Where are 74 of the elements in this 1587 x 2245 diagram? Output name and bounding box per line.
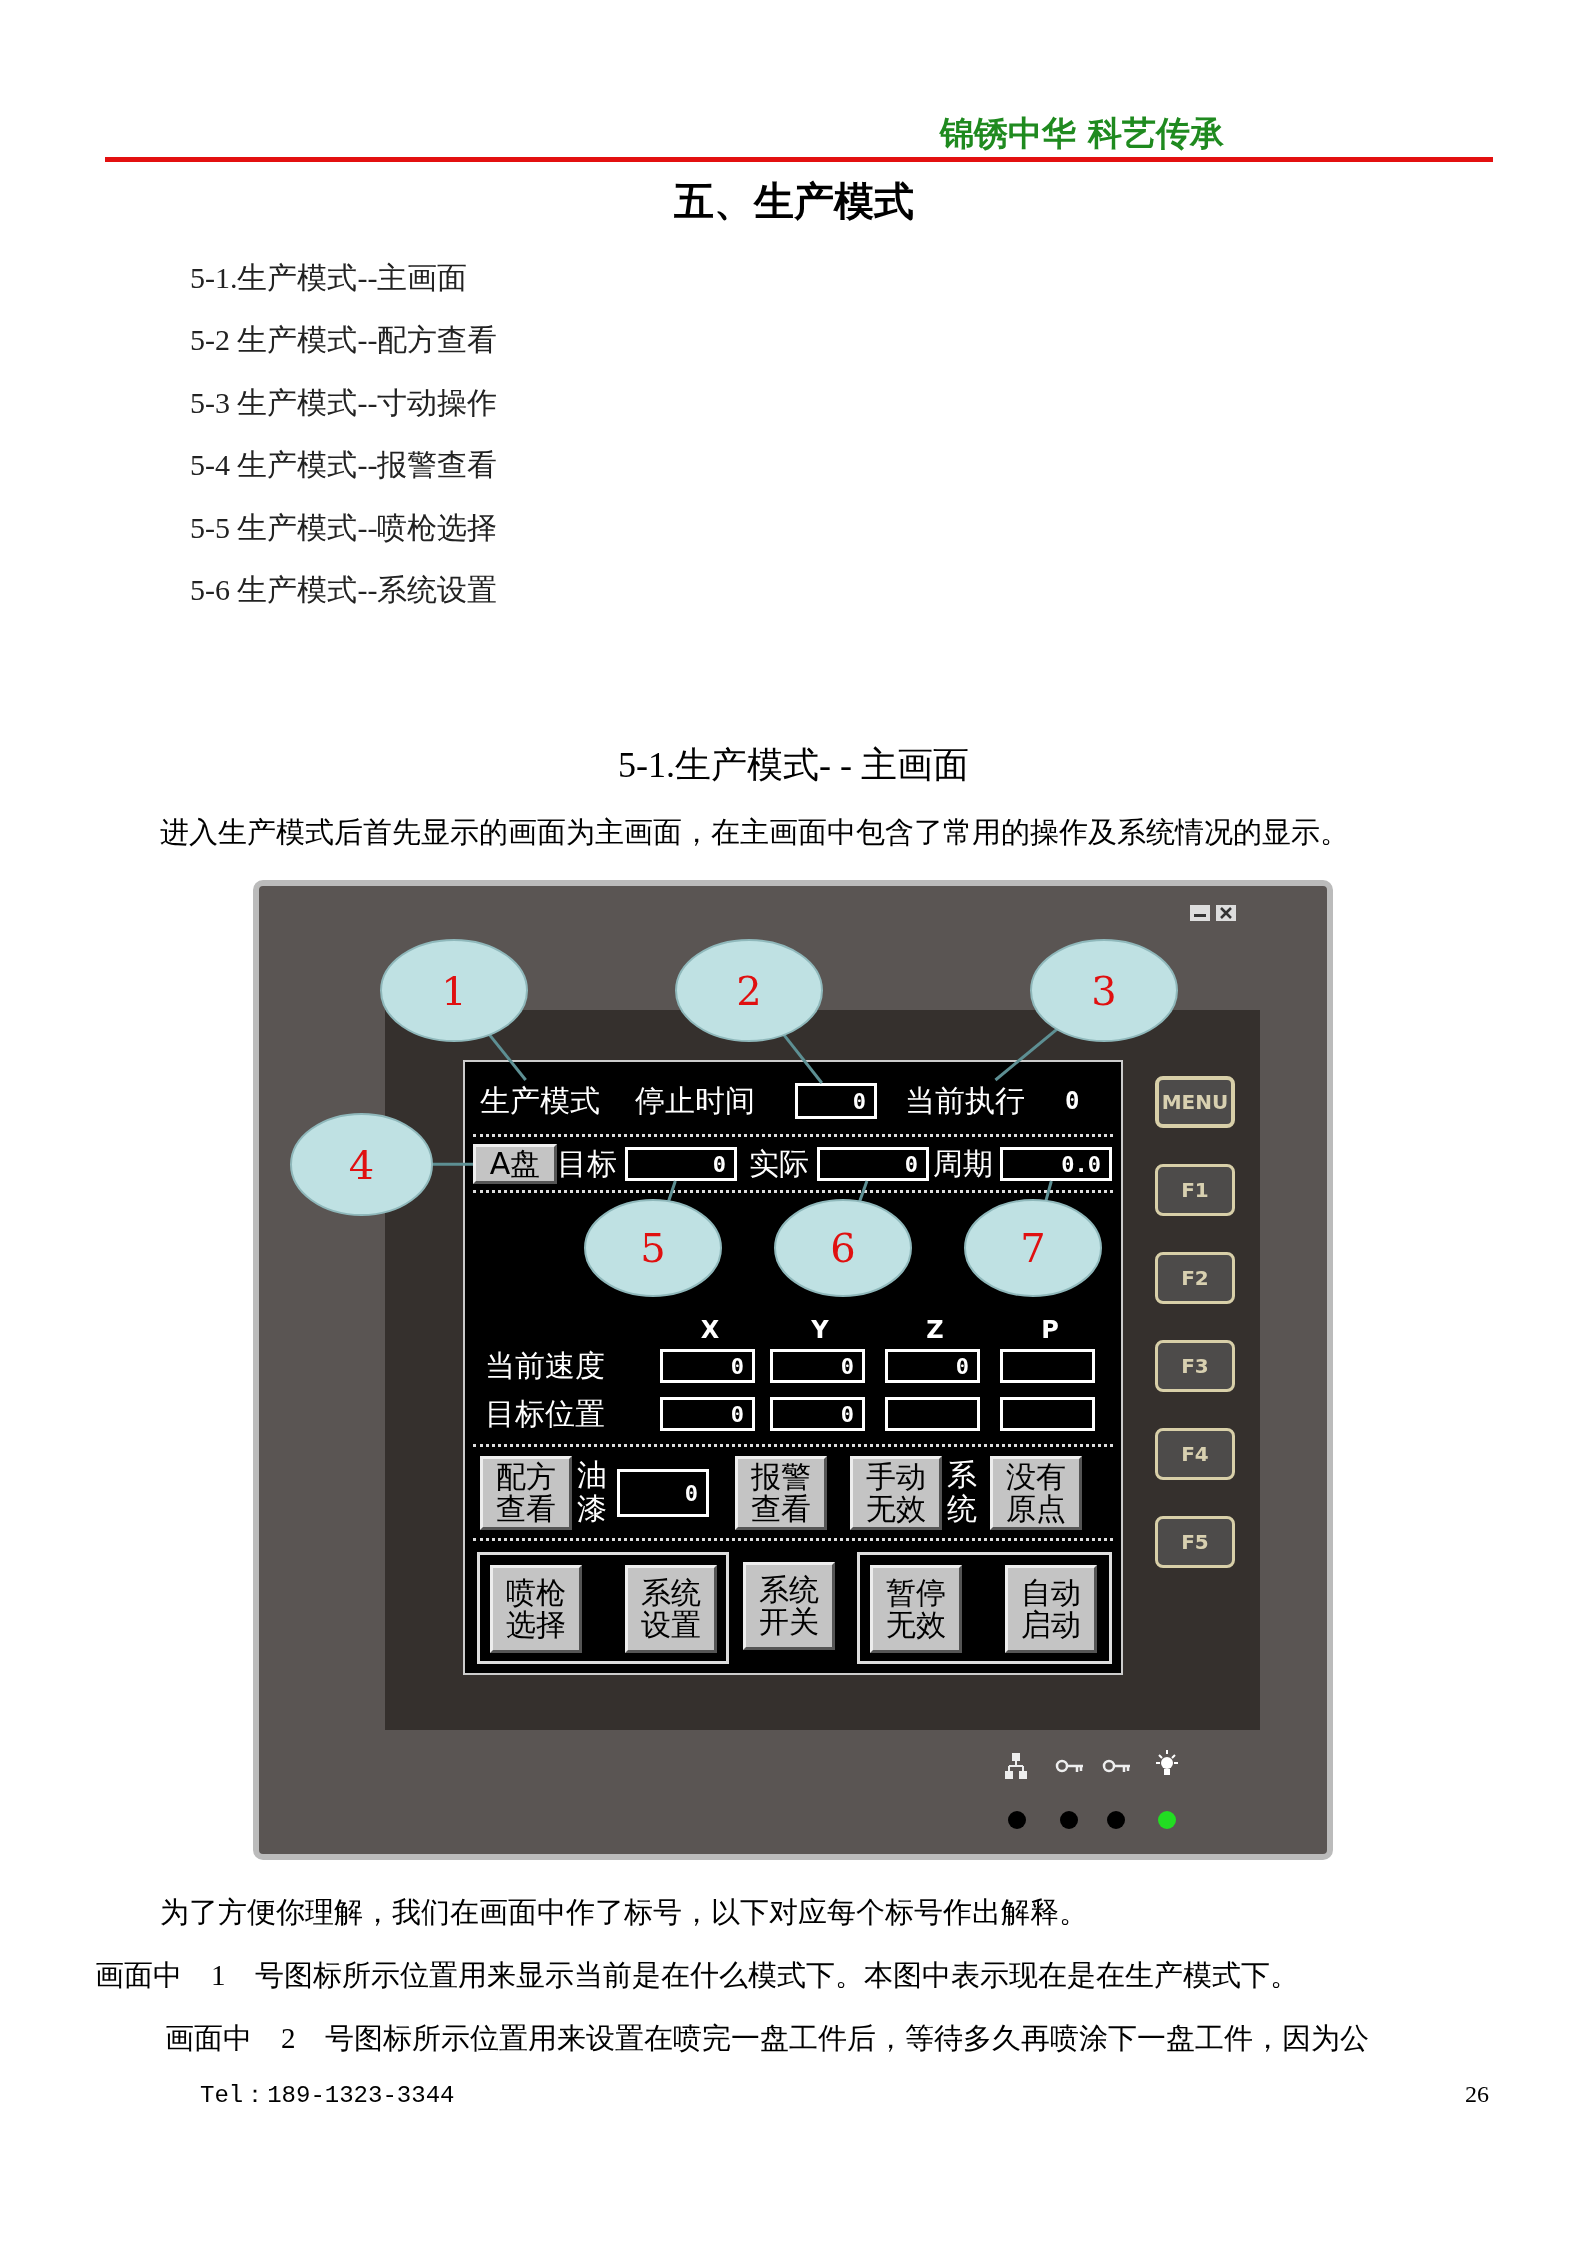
leader-line	[432, 1162, 473, 1166]
function-key: F3	[1155, 1340, 1235, 1392]
leader-line	[858, 1180, 869, 1202]
function-key: F2	[1155, 1252, 1235, 1304]
value-field: 0	[770, 1397, 865, 1431]
page-title: 五、生产模式	[672, 178, 915, 226]
screen-button: 系统开关	[743, 1562, 835, 1650]
screen-text: 油漆	[577, 1458, 608, 1526]
callout-number: 2	[735, 966, 763, 1015]
button-group-frame	[857, 1552, 1112, 1664]
screen-button: 没有原点	[990, 1456, 1082, 1530]
button-group-frame	[477, 1552, 729, 1664]
screen-button: 暂停无效	[870, 1565, 962, 1653]
body-paragraph: 画面中 1 号图标所示位置用来显示当前是在什么模式下。本图中表示现在是在生产模式下。	[95, 1958, 1300, 1993]
function-key: F4	[1155, 1428, 1235, 1480]
function-key: F5	[1155, 1516, 1235, 1568]
value-field: 0	[817, 1147, 929, 1181]
screen-text: 周期	[933, 1145, 994, 1183]
toc-entry: 5-3 生产模式--寸动操作	[190, 385, 499, 421]
toc-entry: 5-6 生产模式--系统设置	[190, 572, 499, 608]
screen-text: 实际	[749, 1145, 810, 1183]
function-key: F1	[1155, 1164, 1235, 1216]
page-number: 26	[1465, 2080, 1490, 2109]
callout-number: 3	[1090, 966, 1118, 1015]
screen-text: 目标位置	[485, 1395, 606, 1433]
callout-number: 6	[829, 1224, 857, 1272]
screen-button: 喷枪选择	[490, 1565, 582, 1653]
screen-text: 当前速度	[485, 1347, 606, 1385]
screen-text: 生产模式	[480, 1080, 605, 1122]
screen-text: 停止时间	[635, 1082, 756, 1120]
leader-line	[667, 1180, 677, 1202]
toc-entry: 5-2 生产模式--配方查看	[190, 322, 499, 358]
axis-label: Y	[810, 1315, 830, 1346]
screen-text: 目标	[557, 1145, 618, 1183]
screen-text: 系统	[947, 1458, 978, 1526]
value-field: 0.0	[1000, 1147, 1112, 1181]
value-field: 0	[625, 1147, 737, 1181]
value-field: 0	[617, 1469, 709, 1517]
footer-text: Tel：189-1323-3344	[200, 2081, 456, 2111]
callout-number: 4	[347, 1140, 376, 1189]
screen-button: 手动无效	[850, 1456, 942, 1530]
toc-entry: 5-1.生产模式--主画面	[190, 260, 469, 296]
value-field	[1000, 1349, 1095, 1383]
intro-paragraph: 进入生产模式后首先显示的画面为主画面，在主画面中包含了常用的操作及系统情况的显示。	[160, 815, 1350, 850]
value-field	[885, 1397, 980, 1431]
value-field: 0	[770, 1349, 865, 1383]
section-heading: 5-1.生产模式- - 主画面	[617, 744, 970, 787]
leader-line	[782, 1033, 823, 1084]
value-text: 0	[1065, 1086, 1081, 1117]
leader-line	[488, 1033, 527, 1081]
screen-button: 配方查看	[480, 1456, 572, 1530]
toc-entry: 5-5 生产模式--喷枪选择	[190, 510, 499, 546]
screen-button: 自动启动	[1005, 1565, 1097, 1653]
screen-text: 当前执行	[905, 1080, 1035, 1122]
value-field: 0	[795, 1083, 877, 1119]
axis-label: P	[1040, 1315, 1060, 1346]
body-paragraph: 画面中 2 号图标所示位置用来设置在喷完一盘工件后，等待多久再喷涂下一盘工件，因为公	[165, 2021, 1370, 2056]
value-field	[1000, 1397, 1095, 1431]
callout-number: 1	[440, 966, 468, 1015]
leader-line	[1044, 1180, 1053, 1202]
screen-button: 报警查看	[735, 1456, 827, 1530]
callout-number: 5	[639, 1224, 667, 1272]
function-key: MENU	[1155, 1076, 1235, 1128]
value-field: 0	[660, 1349, 755, 1383]
screen-button: 系统设置	[625, 1565, 717, 1653]
slogan-text: 锦锈中华 科艺传承	[940, 112, 1225, 154]
screen-button: A盘	[473, 1144, 557, 1184]
toc-entry: 5-4 生产模式--报警查看	[190, 447, 499, 483]
callout-number: 7	[1019, 1224, 1047, 1272]
axis-label: Z	[925, 1315, 945, 1346]
value-field: 0	[660, 1397, 755, 1431]
value-field: 0	[885, 1349, 980, 1383]
body-paragraph: 为了方便你理解，我们在画面中作了标号，以下对应每个标号作出解释。	[160, 1895, 1089, 1930]
axis-label: X	[699, 1315, 721, 1346]
